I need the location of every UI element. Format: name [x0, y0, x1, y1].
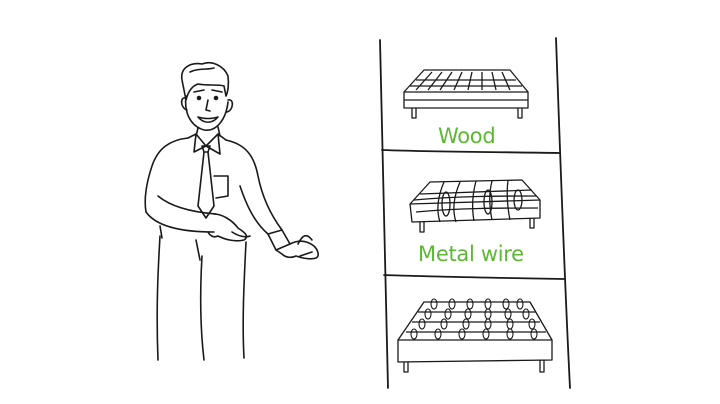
metal-wire-label: Metal wire	[418, 242, 524, 266]
product-panel-frame	[379, 37, 571, 389]
wooden-bed-base-icon	[403, 69, 529, 119]
spring-box-bed-base-icon	[397, 298, 553, 373]
wood-label: Wood	[438, 124, 496, 148]
presenter-man	[144, 61, 319, 361]
metal-wire-bed-base-icon	[409, 179, 541, 233]
